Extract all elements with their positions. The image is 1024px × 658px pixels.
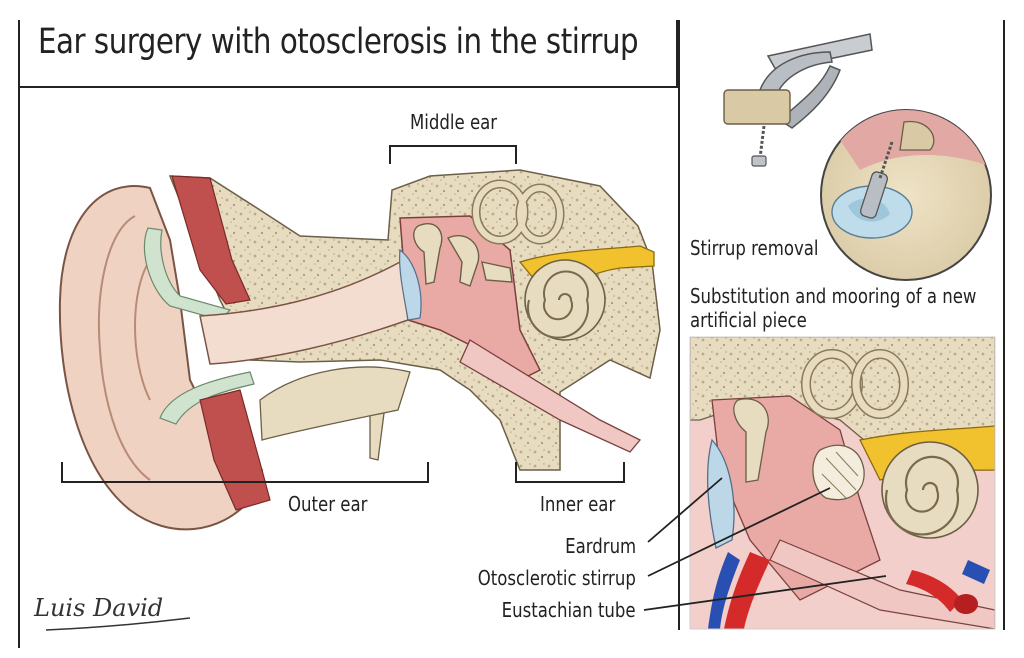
pinna-fold: [97, 215, 151, 481]
label-middle-ear: Middle ear: [410, 110, 498, 134]
main-ear-diagram: [58, 169, 661, 531]
divider-line: [678, 20, 680, 630]
eardrum-inset: [706, 438, 735, 549]
forceps-jaw-lower: [778, 65, 841, 129]
label-substitution-2: artificial piece: [690, 308, 807, 332]
hammer-inset: [733, 398, 769, 483]
prosthesis-rod: [723, 89, 791, 125]
pinna-fold-inner: [134, 259, 151, 401]
artery-inset-right: [906, 570, 962, 612]
label-substitution-1: Substitution and mooring of a new: [690, 284, 977, 308]
inset-frame: [689, 336, 996, 630]
label-eustachian-tube: Eustachian tube: [502, 598, 636, 622]
left-frame-line: [18, 88, 20, 648]
leader-stirrup: [647, 487, 831, 577]
leader-eardrum: [647, 477, 723, 543]
middle-ear-bracket: [389, 145, 517, 164]
outer-ear-bracket: [61, 462, 429, 483]
leader-eustachian: [643, 575, 887, 611]
right-frame-line: [1003, 20, 1005, 630]
artist-signature: Luis David: [34, 594, 164, 622]
prosthesis-wire: [758, 125, 766, 159]
leader-lines: [643, 477, 887, 611]
stirrup-removal-illustration: [723, 33, 992, 281]
page-title: Ear surgery with otosclerosis in the sti…: [38, 22, 639, 62]
anvil: [447, 235, 480, 287]
hammer: [413, 223, 443, 285]
label-eardrum: Eardrum: [564, 534, 636, 558]
signature-flourish: [45, 617, 191, 631]
muscle-lower: [199, 389, 271, 511]
eardrum-main: [399, 248, 422, 321]
otosclerotic-stirrup-inset: [812, 444, 865, 501]
stirrup: [481, 261, 513, 283]
forceps-jaw-upper: [759, 51, 833, 97]
label-otosclerotic-stirrup: Otosclerotic stirrup: [477, 566, 636, 590]
vein-inset: [708, 552, 740, 629]
muscle-upper: [171, 175, 251, 305]
eustachian-tube-main: [459, 339, 642, 453]
label-inner-ear: Inner ear: [540, 492, 616, 516]
mandible-joint: [259, 366, 411, 441]
label-stirrup-removal: Stirrup removal: [690, 236, 819, 260]
inset-illustration: [690, 337, 995, 629]
artery-inset: [724, 552, 770, 629]
inner-ear-bracket: [515, 462, 625, 483]
label-outer-ear: Outer ear: [288, 492, 368, 516]
title-frame: [18, 20, 678, 88]
